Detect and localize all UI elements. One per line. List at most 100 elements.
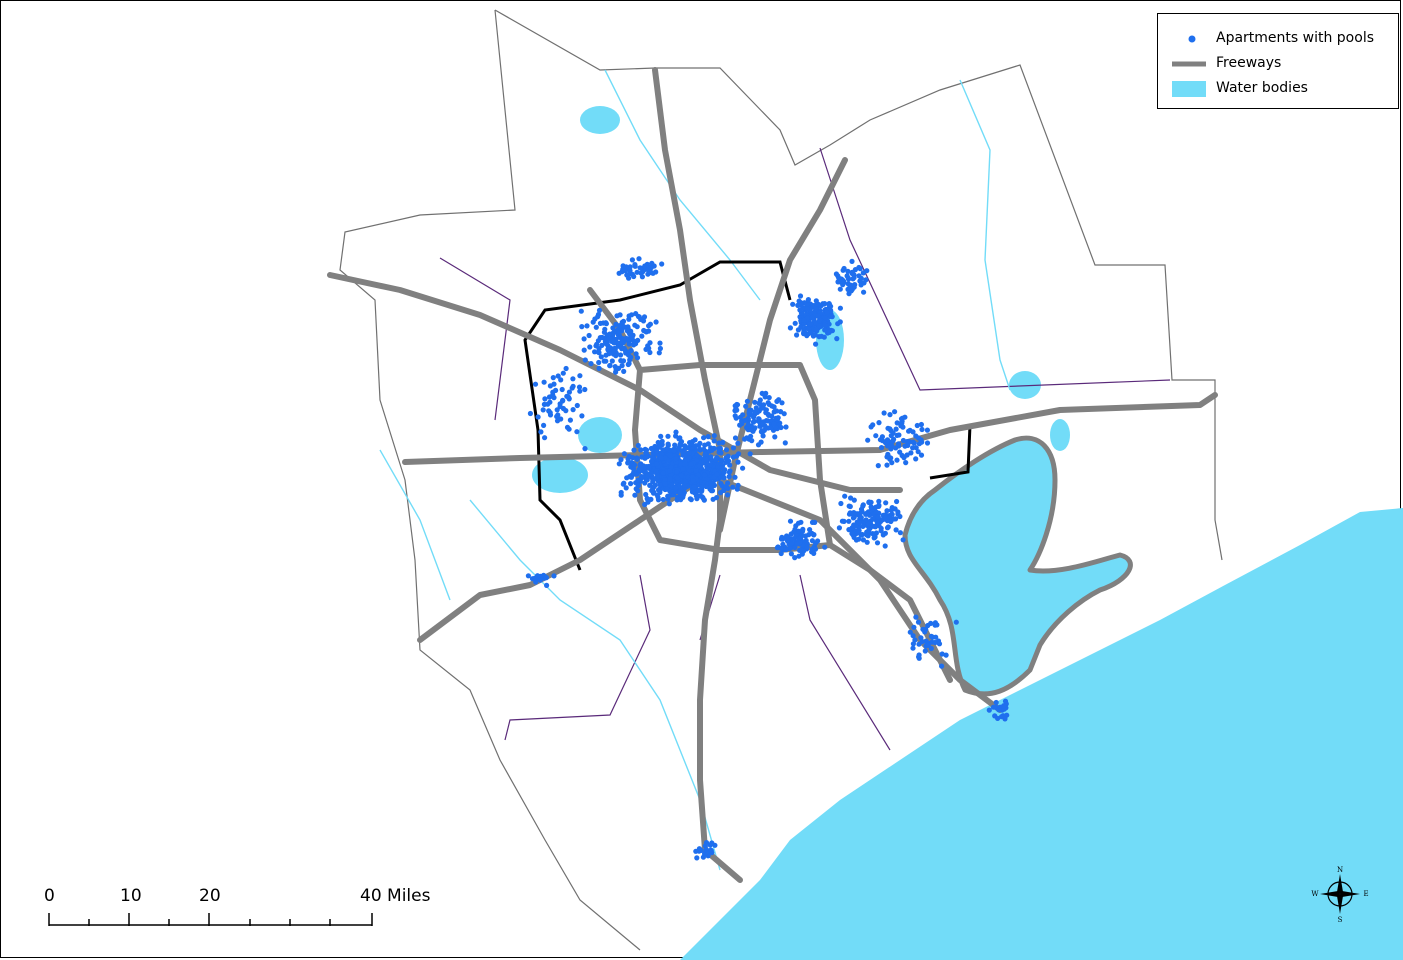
apartment-point bbox=[892, 409, 898, 415]
apartment-point bbox=[582, 386, 588, 393]
apartment-point bbox=[703, 847, 709, 853]
apartment-point bbox=[760, 405, 767, 411]
apartment-point bbox=[535, 414, 541, 420]
apartment-point bbox=[697, 493, 704, 499]
apartment-point bbox=[768, 425, 774, 431]
apartment-point bbox=[629, 312, 635, 318]
apartment-point bbox=[577, 388, 583, 394]
apartment-point bbox=[916, 654, 922, 660]
apartment-point bbox=[558, 416, 564, 422]
apartment-point bbox=[885, 524, 891, 530]
apartment-point bbox=[884, 508, 890, 514]
apartment-point bbox=[740, 465, 746, 471]
apartment-point bbox=[621, 368, 627, 374]
apartment-point bbox=[691, 484, 698, 490]
apartment-point bbox=[644, 496, 651, 502]
compass-rose-icon: N S E W bbox=[1311, 866, 1368, 922]
apartment-point bbox=[719, 465, 725, 471]
apartment-point bbox=[801, 317, 807, 323]
apartment-point bbox=[918, 452, 925, 458]
apartment-point bbox=[924, 427, 931, 433]
apartment-point bbox=[666, 501, 672, 507]
apartment-point bbox=[646, 345, 652, 351]
apartment-point bbox=[744, 435, 750, 441]
apartment-point bbox=[658, 455, 665, 461]
apartment-point bbox=[849, 258, 855, 264]
apartment-point bbox=[807, 527, 813, 533]
apartment-point bbox=[603, 358, 609, 364]
apartment-point bbox=[653, 468, 659, 474]
apartment-point bbox=[756, 416, 762, 422]
apartment-point bbox=[730, 445, 737, 451]
apartment-point bbox=[822, 322, 828, 328]
apartment-point bbox=[896, 432, 902, 438]
apartment-point bbox=[555, 373, 561, 379]
apartment-point bbox=[654, 461, 660, 467]
apartment-point bbox=[800, 527, 806, 534]
apartment-point bbox=[642, 480, 648, 486]
apartment-point bbox=[693, 493, 700, 499]
apartment-point bbox=[543, 575, 550, 581]
apartment-point bbox=[632, 262, 638, 268]
apartment-point bbox=[759, 428, 765, 434]
apartment-point bbox=[805, 297, 812, 303]
apartment-point bbox=[603, 352, 609, 358]
apartment-point bbox=[775, 415, 781, 421]
apartment-point bbox=[910, 445, 916, 451]
apartment-point bbox=[760, 420, 766, 426]
apartment-point bbox=[716, 447, 723, 453]
apartment-point bbox=[884, 462, 890, 468]
apartment-point bbox=[711, 438, 717, 444]
apartment-point bbox=[737, 414, 744, 420]
apartment-point bbox=[617, 323, 623, 329]
anahuac-lake bbox=[1050, 419, 1070, 451]
apartment-point bbox=[618, 352, 624, 358]
apartment-point bbox=[743, 403, 749, 409]
apartment-point bbox=[1001, 703, 1007, 709]
apartment-point bbox=[635, 482, 642, 489]
apartment-point bbox=[846, 276, 852, 282]
apartment-point bbox=[630, 466, 637, 472]
apartment-point bbox=[870, 422, 876, 428]
apartment-point bbox=[815, 313, 821, 319]
apartment-point bbox=[525, 573, 532, 579]
apartment-point bbox=[560, 370, 566, 376]
apartment-point bbox=[747, 451, 753, 457]
south-label: S bbox=[1338, 916, 1343, 922]
apartment-point bbox=[730, 454, 737, 460]
apartment-point bbox=[616, 270, 622, 276]
apartment-point bbox=[919, 639, 925, 645]
apartment-point bbox=[813, 306, 819, 312]
apartment-point bbox=[836, 525, 843, 531]
apartment-point bbox=[584, 323, 590, 329]
apartment-point bbox=[872, 524, 879, 530]
apartment-point bbox=[678, 473, 685, 479]
apartment-point bbox=[656, 350, 662, 356]
apartment-point bbox=[995, 715, 1001, 722]
apartment-point bbox=[794, 541, 800, 547]
apartment-point bbox=[809, 538, 816, 544]
apartment-point bbox=[629, 257, 636, 263]
apartment-point bbox=[648, 471, 654, 477]
apartment-point bbox=[581, 347, 587, 353]
apartment-point bbox=[732, 474, 738, 480]
apartment-point bbox=[545, 401, 551, 407]
apartment-point bbox=[582, 357, 588, 363]
apartment-point bbox=[813, 326, 819, 332]
apartment-point bbox=[609, 358, 615, 364]
apartment-point bbox=[778, 550, 784, 557]
apartment-point bbox=[632, 492, 638, 498]
apartment-point bbox=[794, 332, 800, 338]
apartment-point bbox=[647, 482, 653, 488]
apartment-point bbox=[910, 429, 916, 435]
apartment-point bbox=[659, 261, 665, 267]
apartment-point bbox=[735, 459, 741, 465]
apartment-point bbox=[577, 373, 583, 379]
apartment-point bbox=[527, 410, 534, 417]
legend-label: Freeways bbox=[1216, 55, 1282, 71]
apartment-point bbox=[563, 365, 569, 372]
apartment-point bbox=[633, 341, 639, 347]
apartment-point bbox=[881, 410, 887, 416]
apartment-point bbox=[858, 515, 864, 521]
